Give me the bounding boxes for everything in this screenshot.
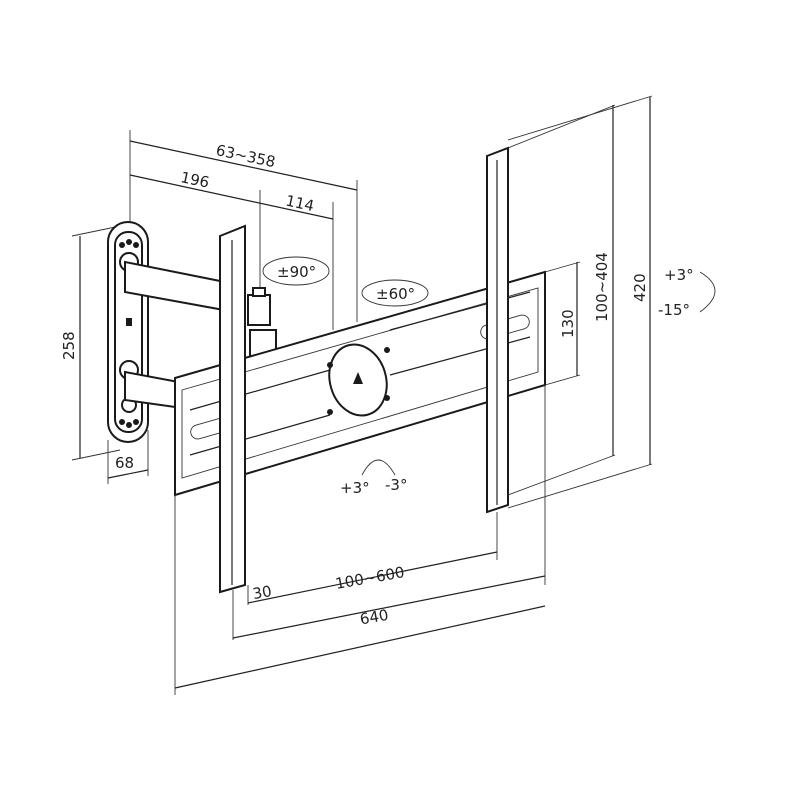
dim-label-100-404: 100~404 <box>593 252 611 322</box>
dim-label-640: 640 <box>358 606 389 629</box>
level-plus-label: +3° <box>340 479 370 497</box>
dim-label-130: 130 <box>559 309 577 338</box>
rotation-label-arm: ±90° <box>277 263 316 281</box>
wall-plate-dimensions: 258 68 <box>60 224 149 484</box>
level-minus-label: -3° <box>385 476 407 494</box>
dim-label-30: 30 <box>251 582 273 603</box>
tilt-down-label: -15° <box>658 301 690 319</box>
level-arrow-icon <box>361 459 396 476</box>
right-dimensions: 130 100~404 420 +3° -15° <box>507 95 716 509</box>
swivel-indicators: ±90° ±60° <box>262 256 429 307</box>
rotate-arrow-icon <box>361 279 429 307</box>
dim-line-63-358 <box>129 140 358 191</box>
arrow-up-icon <box>353 372 363 384</box>
dim-line-196 <box>129 174 334 220</box>
wall-plate <box>107 221 149 443</box>
tilt-arrow-icon <box>699 271 716 313</box>
tilt-up-label: +3° <box>664 266 694 284</box>
rotation-label-head: ±60° <box>376 285 415 303</box>
dim-label-arm-extension: 63~358 <box>214 141 277 171</box>
dim-label-114: 114 <box>284 192 316 216</box>
dim-label-68: 68 <box>115 454 134 472</box>
dim-label-100-600: 100~600 <box>334 563 406 593</box>
top-dimensions: 63~358 196 114 <box>129 130 358 330</box>
vertical-brackets <box>219 146 509 594</box>
dim-label-420: 420 <box>631 273 649 302</box>
dim-label-196: 196 <box>179 168 211 192</box>
dim-label-258: 258 <box>60 331 78 360</box>
level-indicator: +3° -3° <box>340 459 407 497</box>
rotate-arrow-icon <box>262 256 330 286</box>
